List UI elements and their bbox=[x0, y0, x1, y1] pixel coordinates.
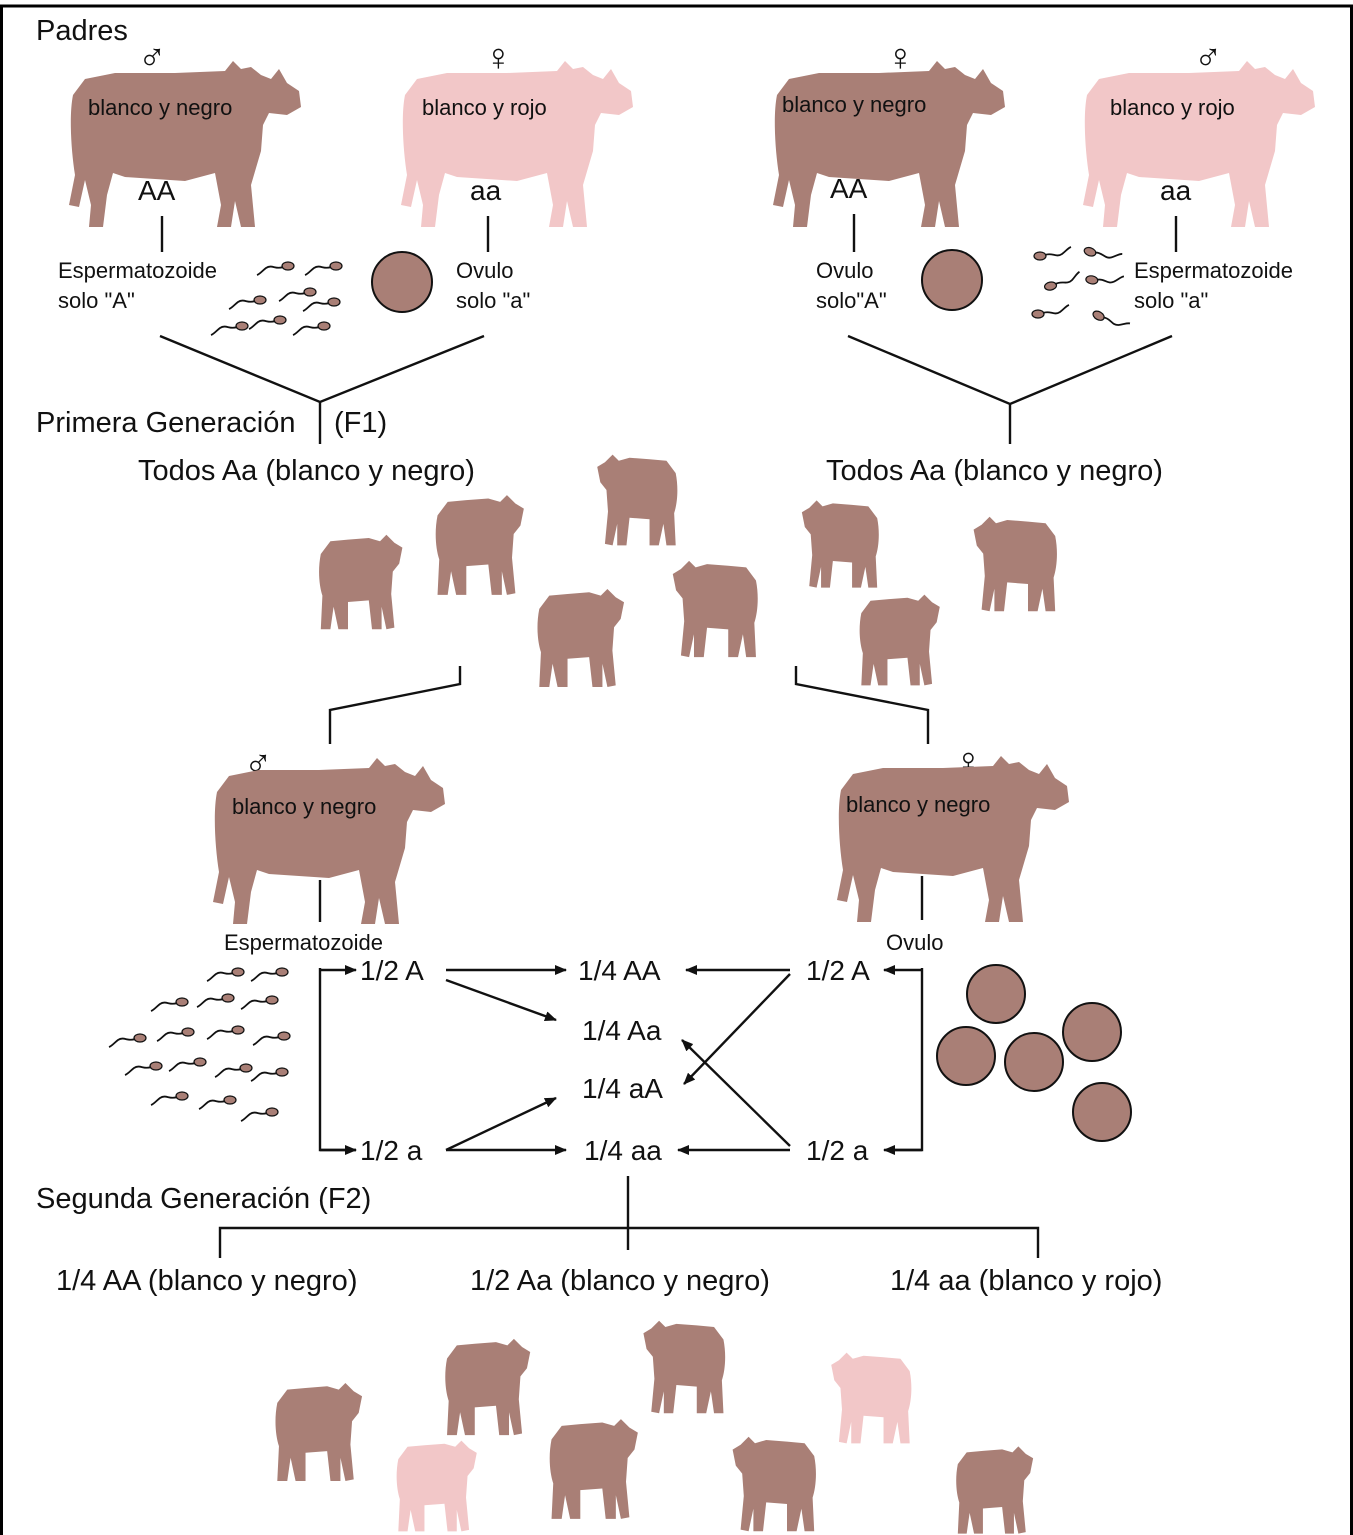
outer-border bbox=[2, 6, 1352, 1535]
f2-outcome: 1/2 Aa (blanco y negro) bbox=[470, 1265, 770, 1297]
f2-outcome: 1/4 aa (blanco y rojo) bbox=[890, 1265, 1162, 1297]
cross-lines-left bbox=[160, 336, 484, 402]
f1-tag: (F1) bbox=[334, 407, 387, 439]
parent-cow-right bbox=[773, 61, 1005, 227]
f1-cow bbox=[837, 756, 1069, 922]
egg-right bbox=[922, 250, 982, 310]
f1-result-left: Todos Aa (blanco y negro) bbox=[138, 455, 475, 487]
female-symbol-icon: ♀ bbox=[484, 37, 513, 79]
arrow bbox=[682, 1040, 790, 1146]
gamete-name-right-sperm: Espermatozoide bbox=[1134, 258, 1293, 283]
parent-female-right-genotype: AA bbox=[830, 173, 868, 204]
sperm-cluster-left bbox=[211, 262, 342, 335]
parent-male-left-genotype: AA bbox=[138, 175, 176, 206]
f1-calf bbox=[974, 517, 1057, 611]
f2-calf bbox=[733, 1437, 816, 1531]
gamete-name-right-egg: Ovulo bbox=[816, 258, 873, 283]
gamete-allele-right-sperm: solo "a" bbox=[1134, 288, 1208, 313]
f1-calf bbox=[860, 595, 940, 686]
connector bbox=[330, 666, 460, 744]
parent-female-left-phenotype: blanco y rojo bbox=[422, 95, 547, 120]
sperm-cluster-f1 bbox=[109, 968, 290, 1121]
f1-calf bbox=[597, 455, 677, 546]
parent-female-left-genotype: aa bbox=[470, 175, 502, 206]
f2-outcome: 1/4 AA (blanco y negro) bbox=[56, 1265, 357, 1297]
egg-A: 1/2 A bbox=[806, 955, 870, 986]
f2-calf bbox=[275, 1383, 362, 1481]
parent-male-left-phenotype: blanco y negro bbox=[88, 95, 232, 120]
f2-calf bbox=[445, 1339, 530, 1435]
gamete-name-left-sperm: Espermatozoide bbox=[58, 258, 217, 283]
parent-cow-left bbox=[401, 61, 633, 227]
gamete-allele-left-sperm: solo "A" bbox=[58, 288, 135, 313]
f2-calf bbox=[956, 1446, 1033, 1533]
result-aA: 1/4 aA bbox=[582, 1073, 663, 1104]
f2-calf bbox=[397, 1441, 477, 1532]
parent-female-right-phenotype: blanco y negro bbox=[782, 92, 926, 117]
gamete-allele-left-egg: solo "a" bbox=[456, 288, 530, 313]
f1-bull bbox=[213, 758, 445, 924]
egg-a: 1/2 a bbox=[806, 1135, 869, 1166]
f2-calf bbox=[831, 1353, 911, 1444]
parent-male-right-genotype: aa bbox=[1160, 175, 1192, 206]
result-aa: 1/4 aa bbox=[584, 1135, 662, 1166]
result-Aa: 1/4 Aa bbox=[582, 1015, 662, 1046]
arrow bbox=[684, 974, 790, 1084]
f1-calf bbox=[436, 495, 524, 595]
egg-bracket bbox=[886, 968, 922, 1150]
f1-heading: Primera Generación bbox=[36, 407, 296, 439]
sperm-bracket bbox=[320, 968, 356, 1150]
gamete-allele-right-egg: solo"A" bbox=[816, 288, 887, 313]
sperm-cluster-right bbox=[1032, 241, 1130, 334]
sperm-A: 1/2 A bbox=[360, 955, 424, 986]
f1-female-phenotype: blanco y negro bbox=[846, 792, 990, 817]
parents-heading: Padres bbox=[36, 15, 128, 47]
parent-male-right-phenotype: blanco y rojo bbox=[1110, 95, 1235, 120]
f1-calf bbox=[319, 535, 402, 629]
egg-left bbox=[372, 252, 432, 312]
f1-male-phenotype: blanco y negro bbox=[232, 794, 376, 819]
f1-egg-label: Ovulo bbox=[886, 930, 943, 955]
f1-calf bbox=[802, 500, 879, 587]
gamete-name-left-egg: Ovulo bbox=[456, 258, 513, 283]
parent-bull-left bbox=[69, 61, 301, 227]
f1-calf bbox=[537, 589, 624, 687]
f2-heading: Segunda Generación (F2) bbox=[36, 1183, 371, 1215]
cross-lines-right bbox=[848, 336, 1172, 404]
f1-sperm-label: Espermatozoide bbox=[224, 930, 383, 955]
arrow bbox=[446, 1098, 556, 1150]
male-symbol-icon: ♂ bbox=[138, 37, 167, 79]
result-AA: 1/4 AA bbox=[578, 955, 661, 986]
f1-calves bbox=[319, 455, 1057, 687]
f1-result-right: Todos Aa (blanco y negro) bbox=[826, 455, 1163, 487]
egg-cluster-f1 bbox=[937, 965, 1131, 1141]
arrow bbox=[446, 980, 556, 1020]
f2-calf bbox=[643, 1321, 725, 1414]
parent-bull-right bbox=[1083, 61, 1315, 227]
f2-calves bbox=[275, 1321, 1033, 1534]
f2-calf bbox=[550, 1419, 638, 1519]
f1-calf bbox=[673, 561, 758, 657]
sperm-a: 1/2 a bbox=[360, 1135, 423, 1166]
